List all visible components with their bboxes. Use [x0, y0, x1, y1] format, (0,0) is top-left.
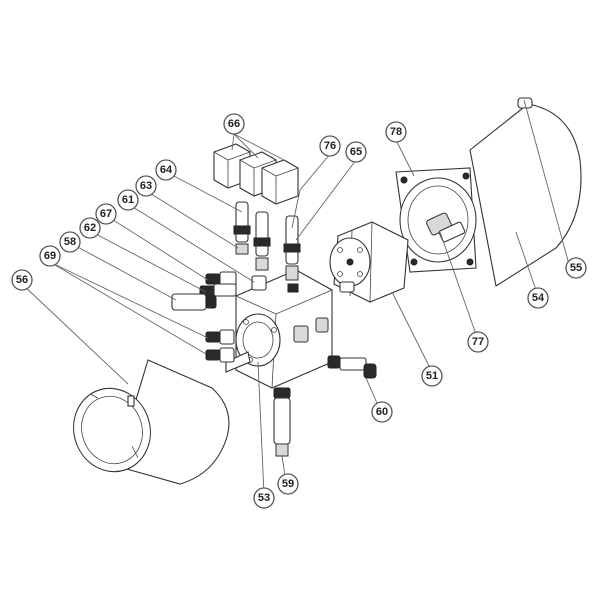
part-56-reservoir-tank [73, 359, 230, 485]
callout-55-label: 55 [570, 262, 582, 274]
part-54-motor [395, 97, 582, 287]
callout-62: 62 [79, 217, 101, 239]
callout-56: 56 [11, 269, 33, 291]
callout-69-label: 69 [44, 250, 56, 262]
callout-58-label: 58 [64, 236, 76, 248]
callout-54-label: 54 [532, 292, 545, 304]
callout-78-label: 78 [390, 126, 402, 138]
left-side-fittings [171, 271, 237, 363]
callout-58: 58 [59, 231, 81, 253]
callout-54: 54 [527, 287, 549, 309]
leader-lines [21, 99, 571, 495]
callout-63: 63 [135, 175, 157, 197]
callout-78: 78 [385, 121, 407, 143]
callout-76-label: 76 [324, 140, 336, 152]
part-66-solenoid-coils [213, 143, 299, 205]
callout-77: 77 [467, 331, 489, 353]
callout-51: 51 [421, 365, 443, 387]
part-51-pump [329, 221, 409, 303]
callout-66: 66 [223, 113, 245, 135]
callout-60: 60 [371, 401, 393, 423]
part-60-fitting [327, 355, 377, 379]
callout-55: 55 [565, 257, 587, 279]
callout-66-label: 66 [228, 118, 240, 130]
part-59-bottom-valve [273, 387, 291, 457]
callout-56-label: 56 [16, 274, 28, 286]
callout-77-label: 77 [472, 336, 484, 348]
callout-53: 53 [253, 487, 275, 509]
callout-59: 59 [277, 473, 299, 495]
callout-60-label: 60 [376, 406, 388, 418]
callout-61: 61 [117, 189, 139, 211]
part-53-manifold-block [225, 269, 333, 389]
callout-67: 67 [95, 203, 117, 225]
callout-64: 64 [155, 159, 177, 181]
callout-51-label: 51 [426, 370, 438, 382]
callout-53-label: 53 [258, 492, 270, 504]
callout-67-label: 67 [100, 208, 112, 220]
callout-64-label: 64 [160, 164, 173, 176]
callout-63-label: 63 [140, 180, 152, 192]
callout-61-label: 61 [122, 194, 134, 206]
callout-62-label: 62 [84, 222, 96, 234]
callout-59-label: 59 [282, 478, 294, 490]
callout-76: 76 [319, 135, 341, 157]
callout-65: 65 [345, 141, 367, 163]
top-cartridge-valves [233, 201, 301, 293]
callout-65-label: 65 [350, 146, 362, 158]
callout-69: 69 [39, 245, 61, 267]
